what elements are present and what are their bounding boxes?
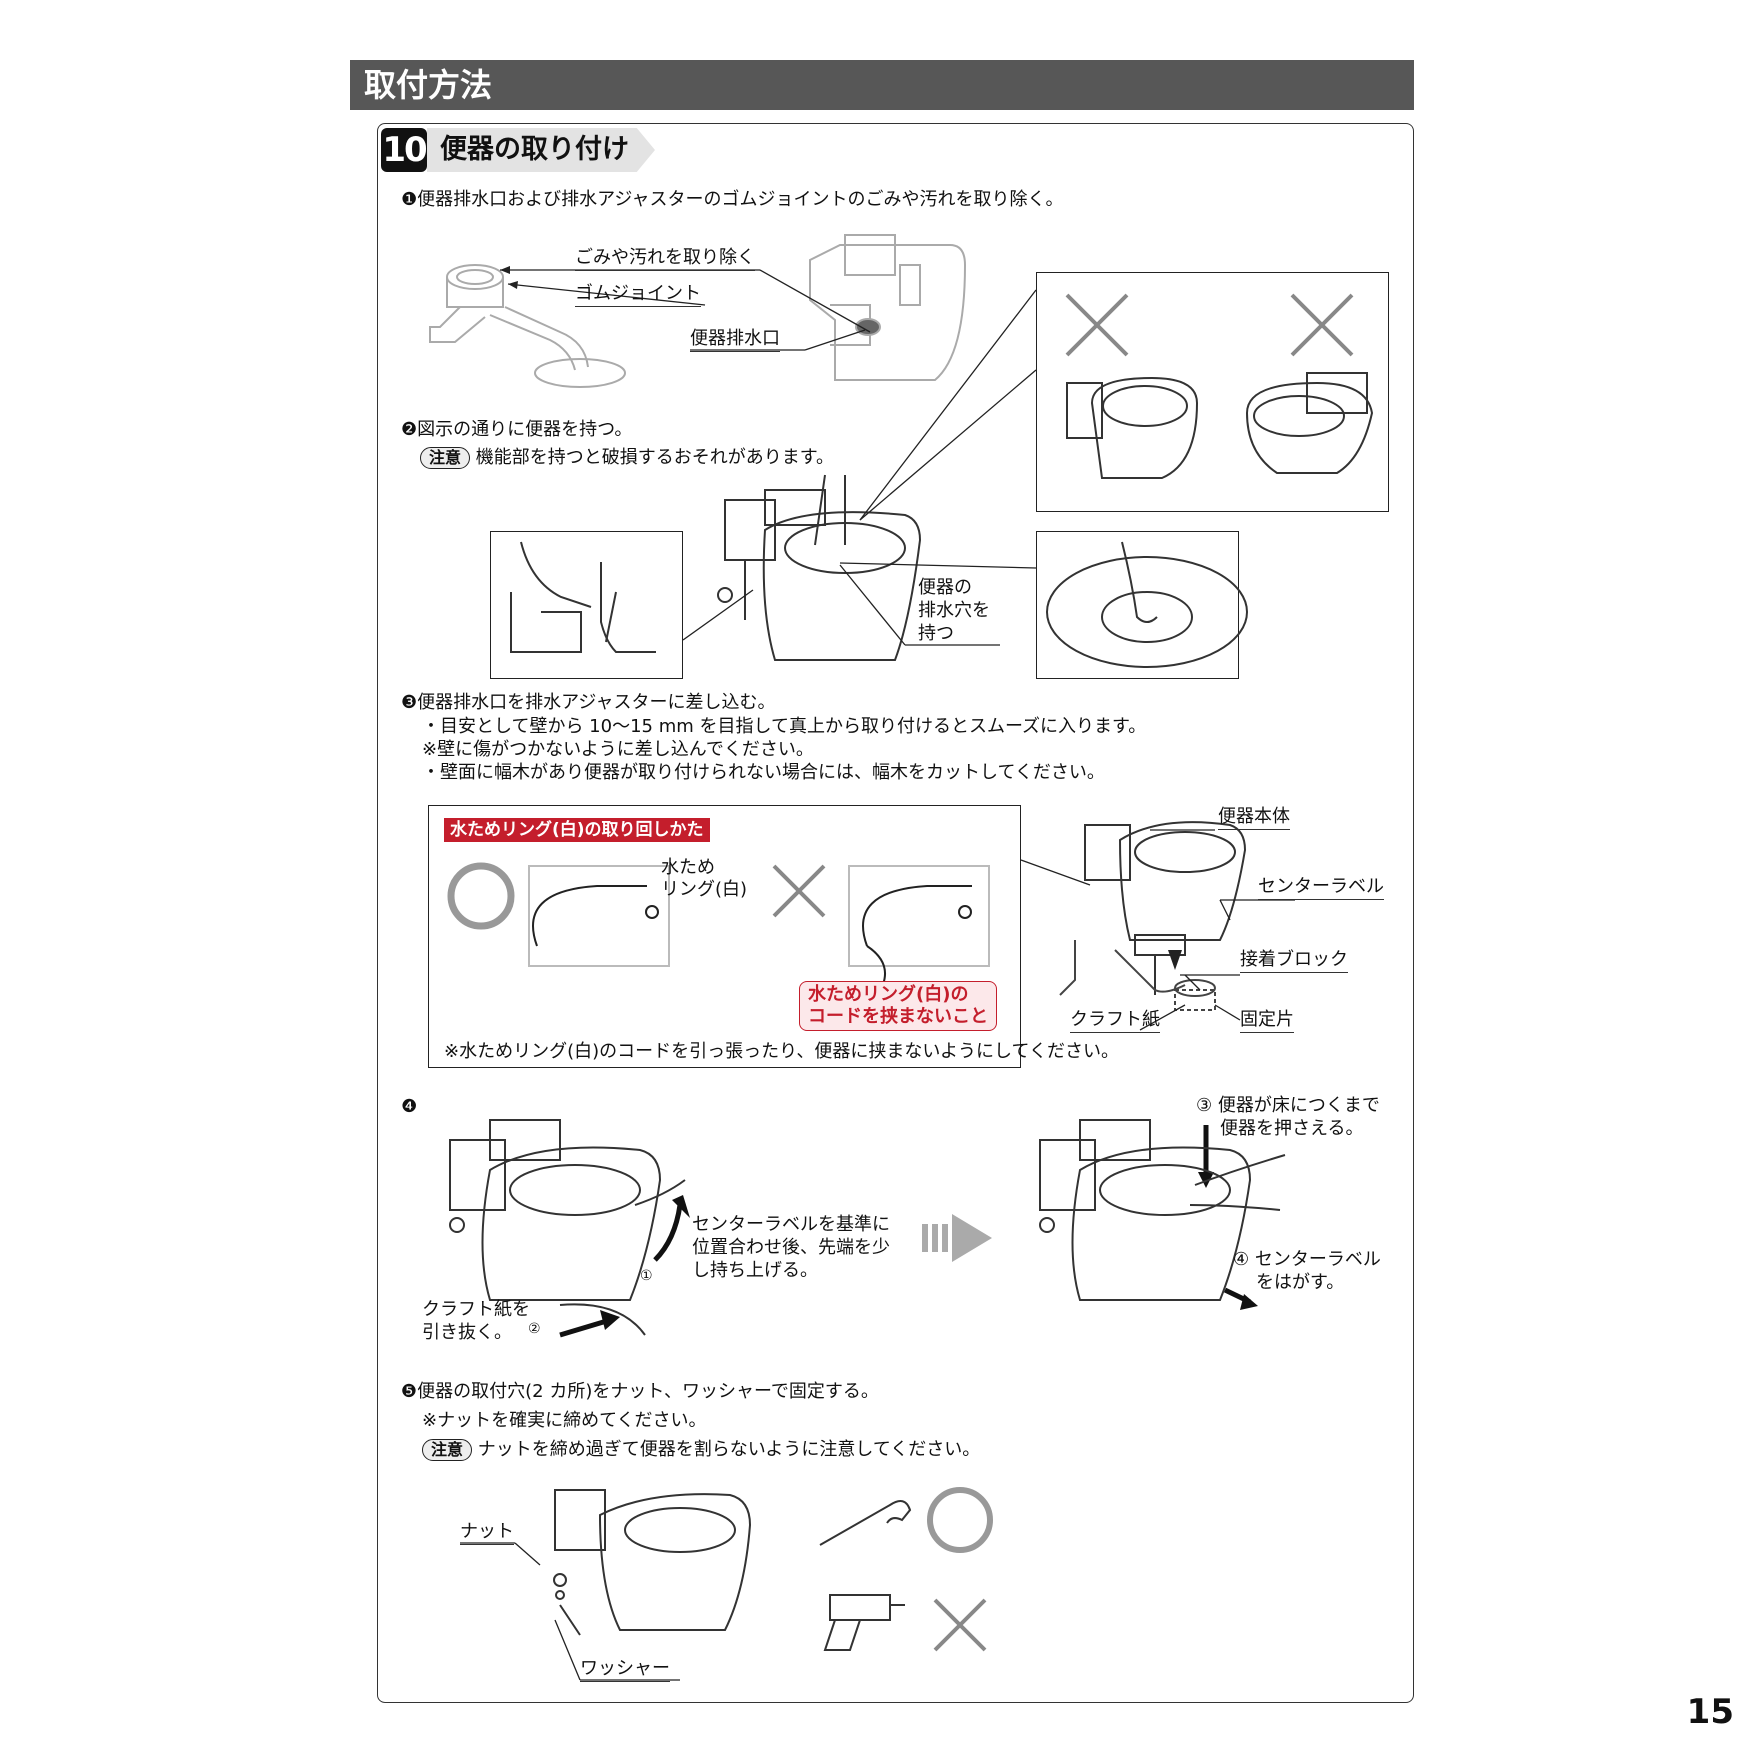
step-number-badge: 10 — [381, 128, 428, 172]
ring-footnote: ※水ためリング(白)のコードを引っ張ったり、便器に挟まないようにしてください。 — [444, 1041, 1119, 1062]
step4-n2: ② — [528, 1321, 541, 1337]
kraft-text-2: 引き抜く。 — [422, 1322, 512, 1343]
ring-routing-panel: 水ためリング(白)の取り回しかた 水ため リング(白) 水ためリング(白)の コ… — [428, 805, 1119, 1068]
toilet-lift-illustration — [449, 1119, 686, 1336]
step5-note: ※ナットを確実に締めてください。 — [422, 1410, 707, 1431]
lift-text-1: センターラベルを基準に — [692, 1214, 890, 1235]
hold-label-1: 便器の — [918, 577, 972, 598]
press-text-1: ③ 便器が床につくまで — [1196, 1095, 1380, 1116]
caution-text: 機能部を持つと破損するおそれがあります。 — [475, 447, 834, 468]
step-title: 便器の取り付け — [440, 134, 629, 165]
peel-text-1: ④ センターラベル — [1233, 1249, 1381, 1270]
label-fixing-piece: 固定片 — [1240, 1008, 1294, 1033]
step5-text: ❺便器の取付穴(2 カ所)をナット、ワッシャーで固定する。 — [401, 1381, 879, 1402]
toilet-insert-illustration — [1084, 821, 1247, 995]
ring-label-2: リング(白) — [661, 879, 748, 900]
ring-routing-drawings — [447, 862, 990, 997]
page-number: 15 — [1686, 1692, 1734, 1732]
label-nut: ナット — [460, 1520, 514, 1545]
ring-warning-line1: 水ためリング(白)の — [808, 984, 969, 1005]
content-frame — [377, 123, 1414, 1703]
step4-marker: ❹ — [401, 1096, 418, 1117]
lift-text-2: 位置合わせ後、先端を少 — [692, 1237, 890, 1258]
hold-detail-left-drawing — [510, 541, 656, 653]
section-header: 取付方法 — [350, 60, 1414, 110]
caution-badge: 注意 — [420, 447, 471, 469]
drain-adjuster-illustration — [429, 264, 626, 388]
peel-text-2: をはがす。 — [1256, 1272, 1345, 1293]
kraft-text-1: クラフト紙を — [422, 1299, 530, 1320]
hold-label-2: 排水穴を — [918, 600, 990, 621]
step5-caution: 注意 ナットを締め過ぎて便器を割らないように注意してください。 — [422, 1438, 980, 1462]
caution-text: ナットを締め過ぎて便器を割らないように注意してください。 — [477, 1439, 981, 1460]
wrong-hold-illustrations — [1065, 293, 1374, 479]
ring-label-1: 水ため — [661, 857, 715, 878]
label-toilet-body: 便器本体 — [1218, 805, 1290, 830]
hold-detail-right-drawing — [1046, 541, 1248, 668]
ring-warning-line2: コードを挟まないこと — [808, 1006, 988, 1027]
step4-n1: ① — [640, 1268, 653, 1284]
toilet-hold-illustration — [717, 474, 922, 661]
ring-warning: 水ためリング(白)の コードを挟まないこと — [799, 981, 997, 1031]
wrong-hold-panel — [1036, 272, 1389, 512]
step3-note2: ※壁に傷がつかないように差し込んでください。 — [422, 739, 814, 760]
adjuster-block-illustration — [1059, 940, 1216, 1011]
step-title-bar — [427, 128, 655, 172]
label-adhesive-block: 接着ブロック — [1240, 948, 1348, 973]
lift-text-3: し持ち上げる。 — [692, 1260, 818, 1281]
step2-caution: 注意 機能部を持つと破損するおそれがあります。 — [420, 446, 834, 470]
step3-note3: ・壁面に幅木があり便器が取り付けられない場合には、幅木をカットしてください。 — [422, 762, 1105, 783]
toilet-press-illustration — [1039, 1119, 1286, 1301]
label-toilet-outlet: 便器排水口 — [690, 327, 780, 352]
label-rubber-joint: ゴムジョイント — [575, 282, 701, 307]
hold-detail-left — [490, 531, 683, 679]
press-text-2: 便器を押さえる。 — [1220, 1118, 1364, 1139]
label-dirt: ごみや汚れを取り除く — [575, 246, 755, 271]
step3-text: ❸便器排水口を排水アジャスターに差し込む。 — [401, 692, 776, 713]
step1-text: ❶便器排水口および排水アジャスターのゴムジョイントのごみや汚れを取り除く。 — [401, 189, 1064, 210]
ring-routing-title: 水ためリング(白)の取り回しかた — [444, 818, 710, 842]
hold-label-3: 持つ — [918, 623, 954, 644]
label-kraft-paper: クラフト紙 — [1070, 1008, 1160, 1033]
label-center-label: センターラベル — [1258, 875, 1384, 900]
step3-note1: ・目安として壁から 10〜15 mm を目指して真上から取り付けるとスムーズに入… — [422, 716, 1147, 737]
label-washer: ワッシャー — [580, 1657, 670, 1682]
hold-detail-right — [1036, 531, 1248, 679]
step2-text: ❷図示の通りに便器を持つ。 — [401, 419, 633, 440]
toilet-fix-illustration — [553, 1489, 752, 1636]
caution-badge: 注意 — [422, 1439, 473, 1461]
tools-illustration — [819, 1487, 993, 1652]
